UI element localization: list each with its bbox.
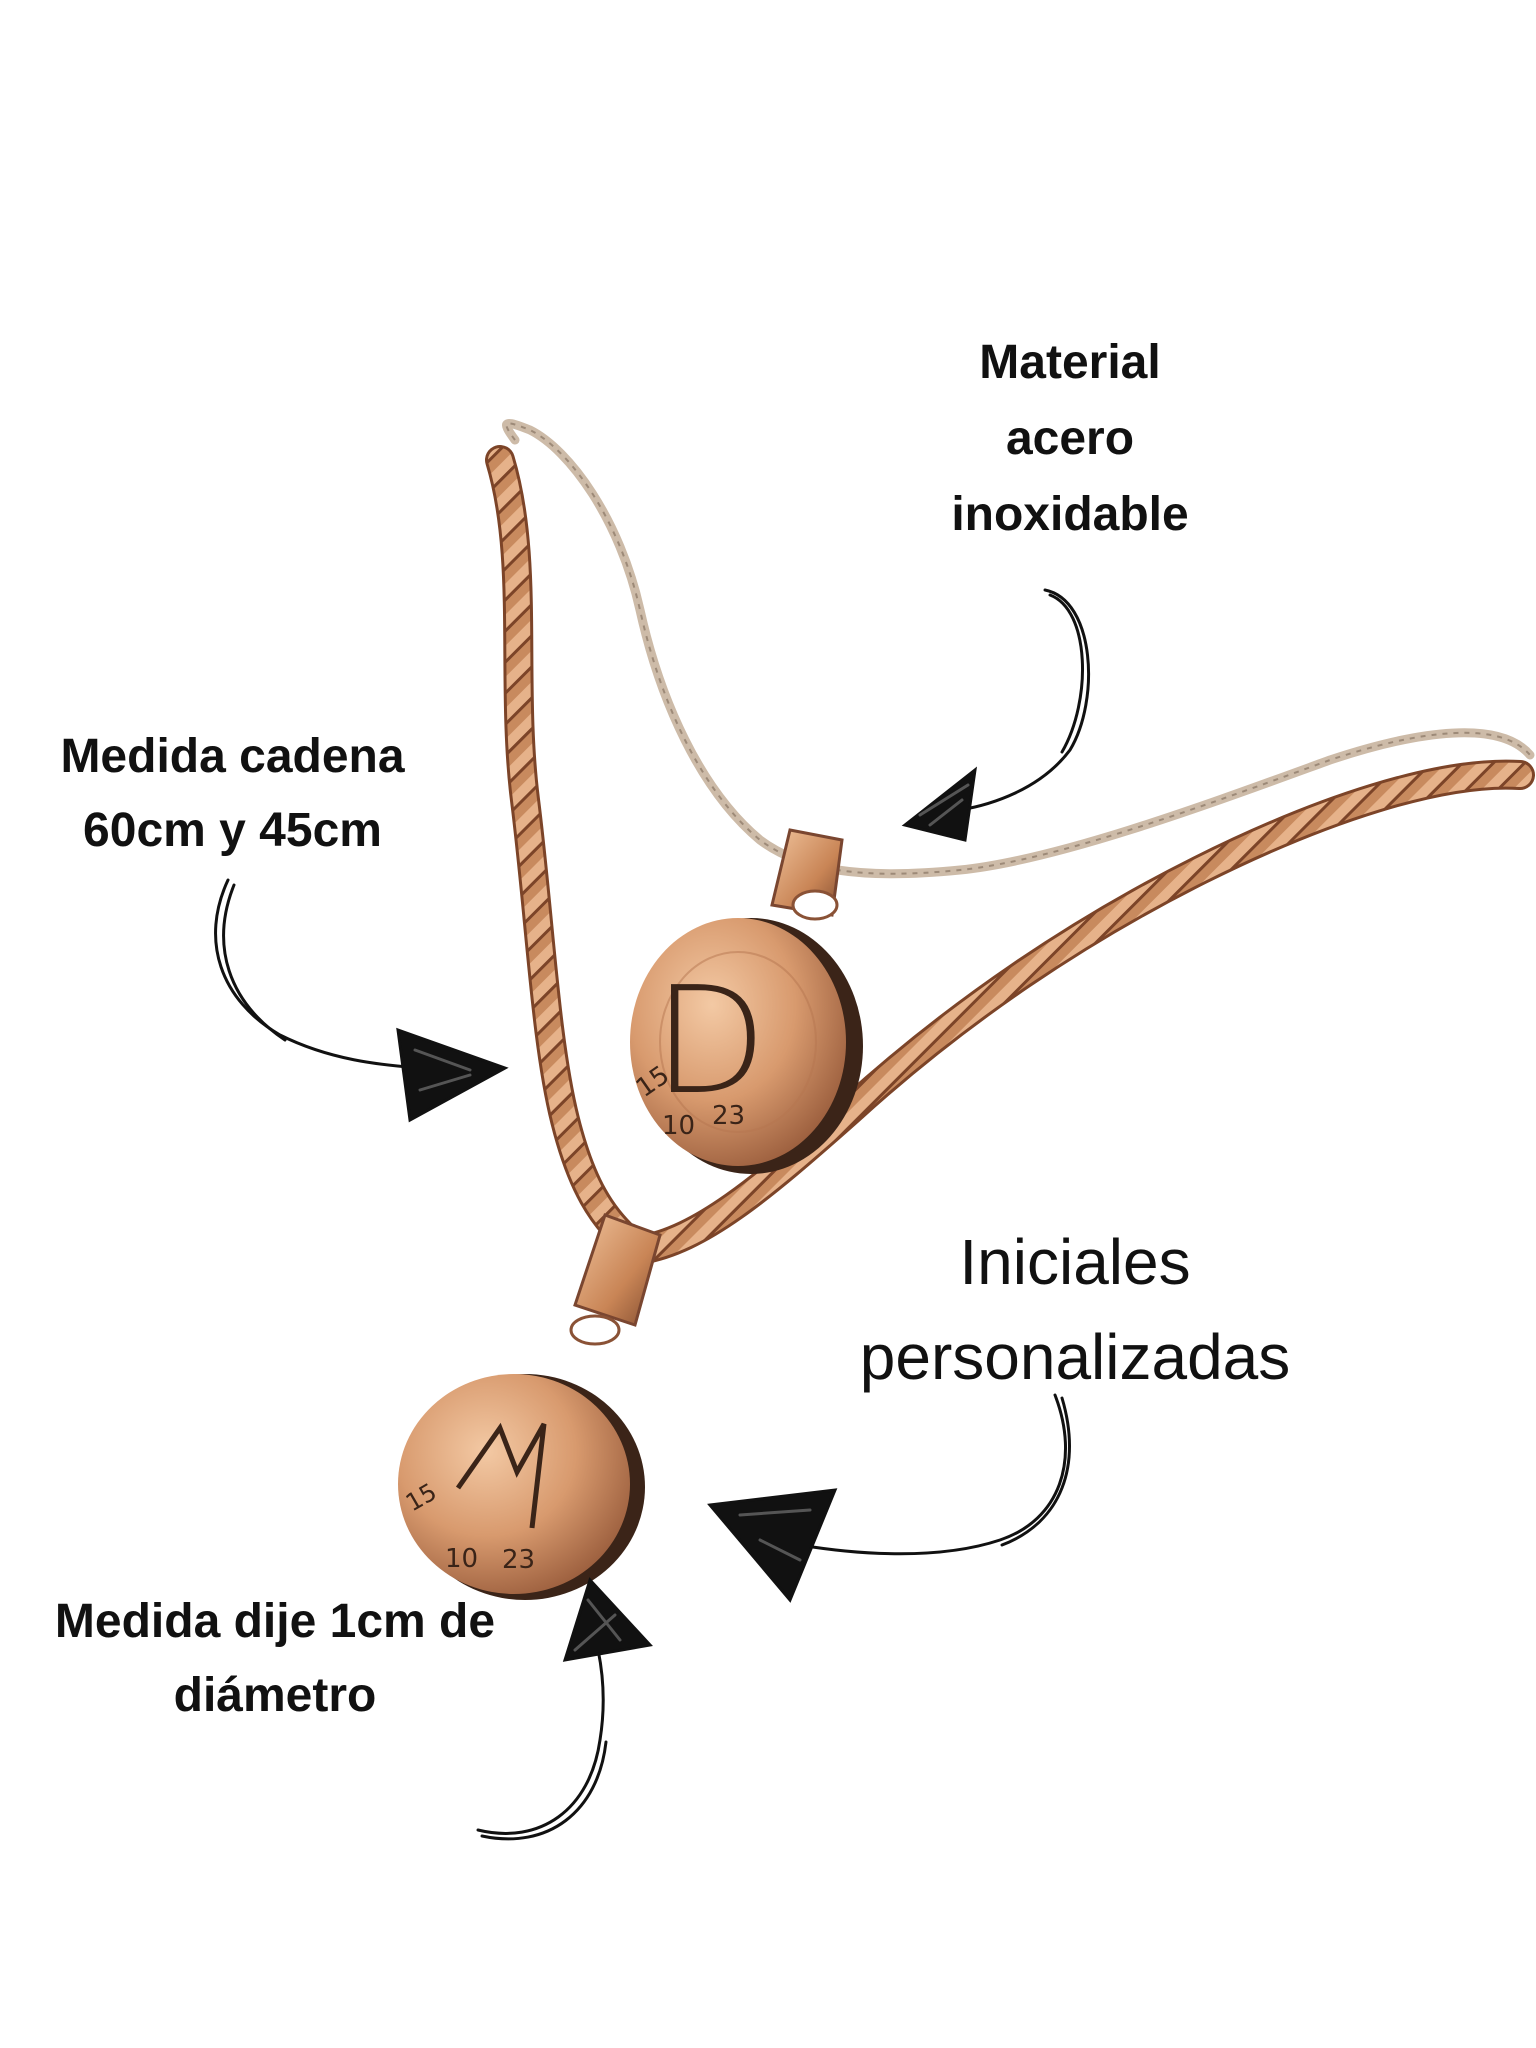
chain-length-line-1: Medida cadena <box>60 730 405 783</box>
material-label: Material acero inoxidable <box>900 325 1240 552</box>
pendant-small-letter: D <box>653 955 767 1127</box>
initials-line-1: Iniciales <box>959 1226 1191 1298</box>
pendant-large: M 15 10 23 <box>398 1213 662 1600</box>
pendant-small-disc <box>630 918 846 1166</box>
charm-size-line-1: Medida dije 1cm de <box>54 1595 496 1648</box>
arrow-material-icon <box>901 588 1091 842</box>
material-line-1: Material <box>979 336 1161 389</box>
arrow-chain-icon <box>214 878 509 1123</box>
pendant-large-disc <box>398 1374 630 1594</box>
chain-length-label: Medida cadena 60cm y 45cm <box>10 720 455 869</box>
pendant-large-bail <box>573 1213 662 1327</box>
pendant-large-date-year: 23 <box>502 1545 535 1575</box>
pendant-small: D 15 10 23 <box>630 828 863 1174</box>
chain-length-line-2: 60cm y 45cm <box>83 804 382 858</box>
pendant-large-letter-shape <box>455 1422 547 1529</box>
charm-size-line-2: diámetro <box>173 1669 377 1723</box>
initials-label: Iniciales personalizadas <box>795 1215 1355 1404</box>
arrow-charm-icon <box>476 1577 653 1841</box>
charm-size-label: Medida dije 1cm de diámetro <box>10 1585 540 1734</box>
arrow-initials-icon <box>707 1393 1071 1603</box>
pendant-small-date-year: 23 <box>712 1101 745 1131</box>
initials-line-2: personalizadas <box>859 1320 1291 1393</box>
pendant-large-date-month: 10 <box>445 1544 478 1574</box>
pendant-small-date-month: 10 <box>662 1111 695 1141</box>
material-line-3: inoxidable <box>951 487 1189 541</box>
material-line-2: acero <box>1005 411 1135 465</box>
